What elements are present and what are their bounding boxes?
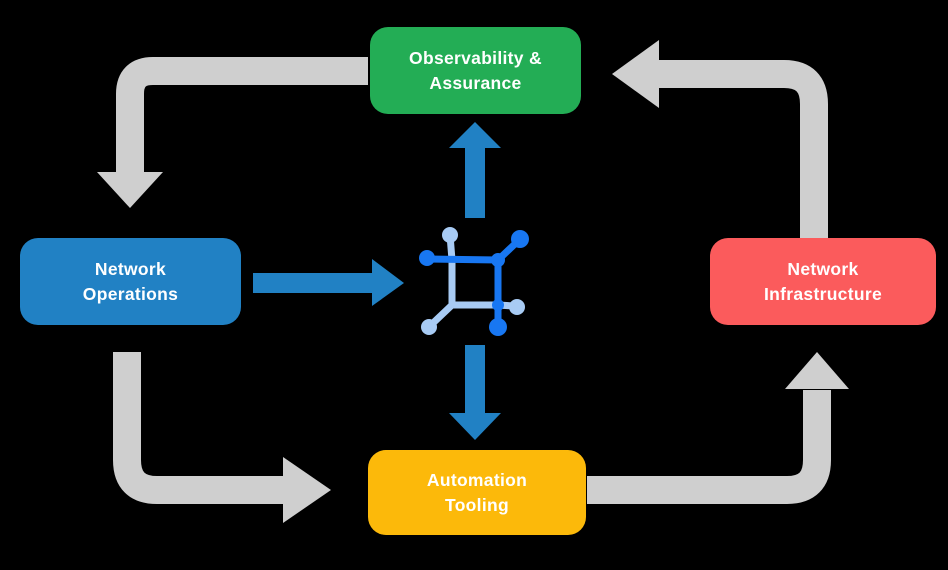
node-label-line: Network [787, 258, 859, 279]
edge-observability-to-operations [97, 57, 368, 208]
node-label-line: Infrastructure [764, 283, 882, 304]
edge-center-to-observability [449, 122, 501, 218]
network-automation-icon [419, 227, 529, 336]
node-label-line: Network [94, 258, 167, 279]
node-label-line: Automation [426, 469, 528, 490]
edge-infrastructure-to-observability [612, 40, 828, 238]
node-label-line: Assurance [429, 72, 522, 93]
node-network-operations: Network Operations [20, 238, 241, 325]
edge-automation-to-infrastructure [587, 352, 849, 504]
node-label-line: Tooling [445, 494, 509, 515]
edge-operations-to-center [253, 259, 404, 306]
node-label-line: Observability & [409, 47, 542, 68]
node-automation-tooling: Automation Tooling [368, 450, 586, 535]
node-label-line: Operations [82, 283, 179, 304]
edge-operations-to-automation [113, 352, 331, 523]
edge-center-to-automation [449, 345, 501, 440]
node-observability-assurance: Observability & Assurance [370, 27, 581, 114]
node-network-infrastructure: Network Infrastructure [710, 238, 936, 325]
